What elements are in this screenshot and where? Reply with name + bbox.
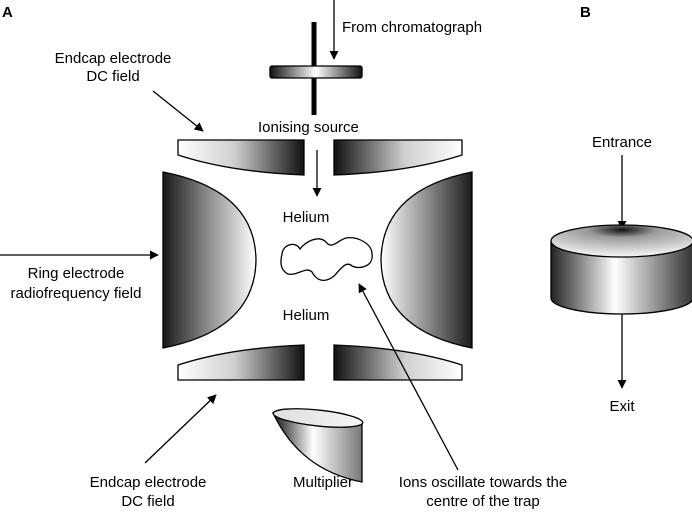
from-chromatograph-label: From chromatograph [342, 19, 482, 36]
ring-label-line1: Ring electrode [28, 265, 125, 282]
multiplier-label: Multiplier [293, 474, 353, 491]
ion-trap-cylinder-top [550, 224, 692, 258]
ionising-source-label: Ionising source [258, 119, 359, 136]
endcap-top-arrow [152, 90, 204, 132]
ring-electrode-right [380, 171, 473, 349]
ion-trap-cylinder-body [550, 240, 692, 315]
ring-electrode-left [162, 171, 257, 349]
inlet-disc [269, 65, 363, 79]
ions-label-line1: Ions oscillate towards the [399, 474, 567, 491]
endcap-top-right [333, 139, 463, 176]
ions-label-line2: centre of the trap [426, 493, 539, 510]
entrance-label: Entrance [592, 134, 652, 151]
helium-top-label: Helium [283, 209, 330, 226]
endcap-top-left [177, 139, 305, 176]
ion-cloud [280, 237, 373, 282]
endcap-bottom-left [177, 344, 305, 381]
endcap-top-label-line1: Endcap electrode [55, 50, 172, 67]
endcap-bottom-label-line2: DC field [121, 493, 174, 510]
panel-label-a: A [2, 4, 13, 21]
endcap-top-label-line2: DC field [86, 68, 139, 85]
ring-label-line2: radiofrequency field [11, 285, 142, 302]
exit-label: Exit [609, 398, 635, 415]
ions-oscillate-arrow [358, 283, 459, 471]
multiplier-top [272, 408, 364, 428]
helium-bottom-label: Helium [283, 307, 330, 324]
endcap-bottom-label-line1: Endcap electrode [90, 474, 207, 491]
multiplier-body [271, 412, 363, 483]
endcap-bottom-right [333, 344, 463, 381]
endcap-bottom-arrow [144, 394, 217, 464]
panel-label-b: B [580, 4, 591, 21]
